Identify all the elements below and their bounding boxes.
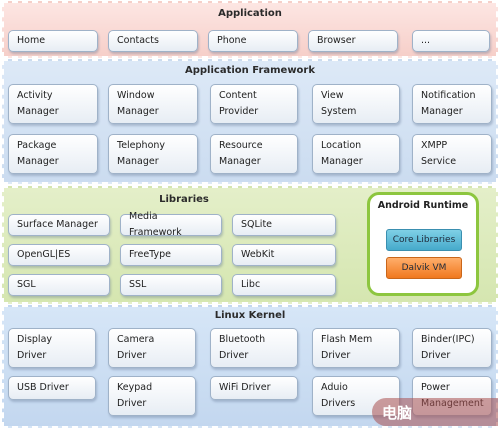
lib-freetype: FreeType [120,244,222,266]
fw-notification-manager: Notification Manager [412,84,492,124]
lib-libc: Libc [232,274,336,296]
android-runtime-title: Android Runtime [377,200,469,211]
application-layer-title: Application [218,8,282,19]
fw-activity-manager: Activity Manager [8,84,98,124]
kernel-bluetooth-driver: Bluetooth Driver [210,328,298,368]
watermark-logo: 电脑 [372,398,498,426]
app-contacts: Contacts [108,30,198,52]
fw-resource-manager: Resource Manager [210,134,298,174]
fw-package-manager: Package Manager [8,134,98,174]
fw-location-manager: Location Manager [312,134,400,174]
kernel-camera-driver: Camera Driver [108,328,196,368]
app-browser: Browser [308,30,398,52]
lib-opengl-es: OpenGL|ES [8,244,110,266]
kernel-usb-driver: USB Driver [8,376,96,400]
kernel-binder-ipc-driver: Binder(IPC) Driver [412,328,492,368]
fw-view-system: View System [312,84,400,124]
kernel-keypad-driver: Keypad Driver [108,376,196,416]
fw-window-manager: Window Manager [108,84,198,124]
app-home: Home [8,30,98,52]
lib-sgl: SGL [8,274,110,296]
fw-telephony-manager: Telephony Manager [108,134,198,174]
dalvik-vm: Dalvik VM [386,257,462,279]
fw-content-provider: Content Provider [210,84,298,124]
framework-layer-title: Application Framework [184,65,316,76]
lib-media-framework: Media Framework [120,211,222,238]
lib-webkit: WebKit [232,244,336,266]
kernel-wifi-driver: WiFi Driver [210,376,298,400]
lib-surface-manager: Surface Manager [8,214,110,236]
lib-ssl: SSL [120,274,222,296]
core-libraries: Core Libraries [386,229,462,251]
libraries-layer-title: Libraries [159,194,209,205]
fw-xmpp-service: XMPP Service [412,134,492,174]
app-more: ... [412,30,490,52]
kernel-display-driver: Display Driver [8,328,96,368]
app-phone: Phone [208,30,298,52]
android-runtime-panel: Android Runtime Core Libraries Dalvik VM [367,192,479,296]
lib-sqlite: SQLite [232,214,336,236]
kernel-flash-memory-driver: Flash Mem Driver [312,328,400,368]
kernel-layer-title: Linux Kernel [214,310,286,321]
